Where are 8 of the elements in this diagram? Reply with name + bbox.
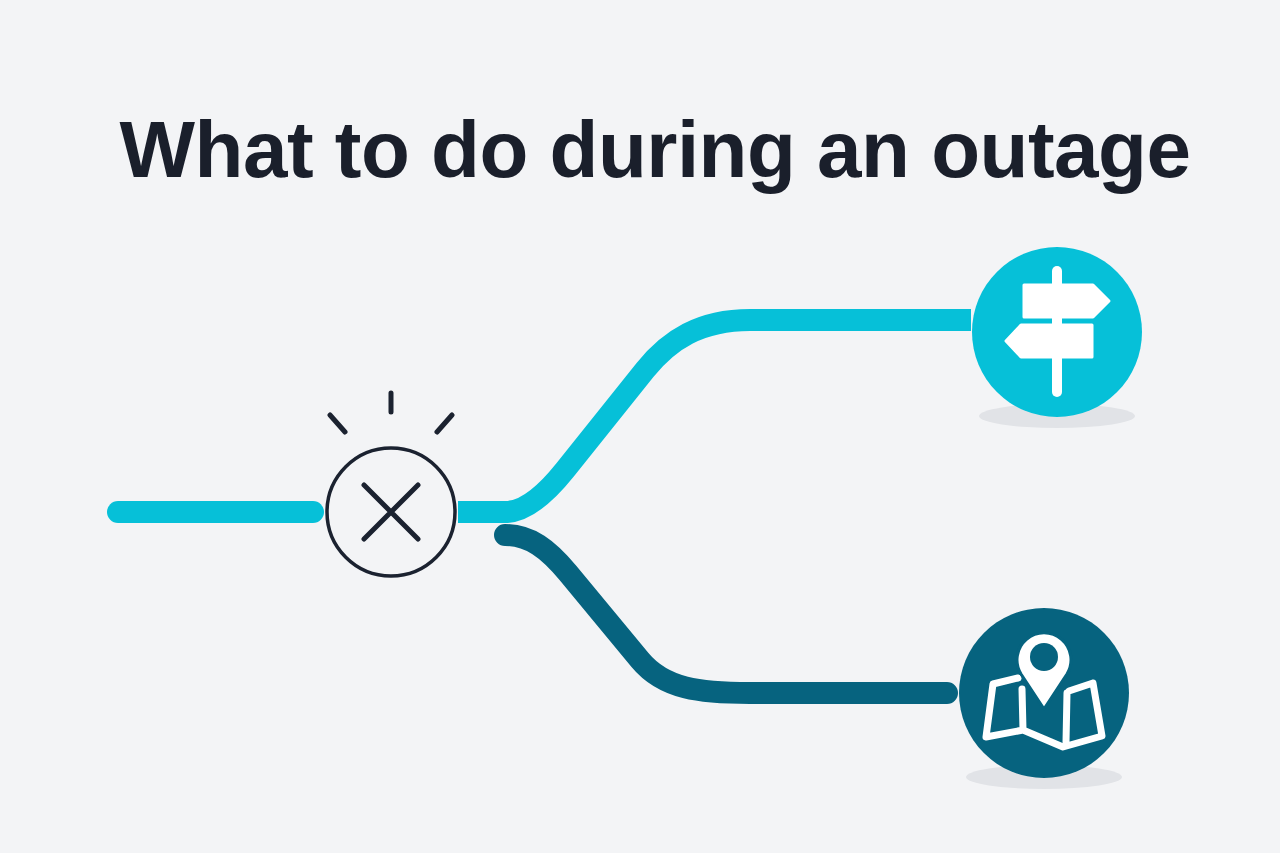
- connector-line: [494, 524, 958, 704]
- connector-line: [107, 501, 324, 523]
- signpost-icon: [972, 247, 1142, 417]
- connector-line: [504, 309, 971, 523]
- connector-line: [458, 501, 505, 523]
- x-circle-icon: [325, 446, 457, 578]
- title: What to do during an outage: [119, 104, 1191, 196]
- map-pin-icon: [959, 608, 1129, 778]
